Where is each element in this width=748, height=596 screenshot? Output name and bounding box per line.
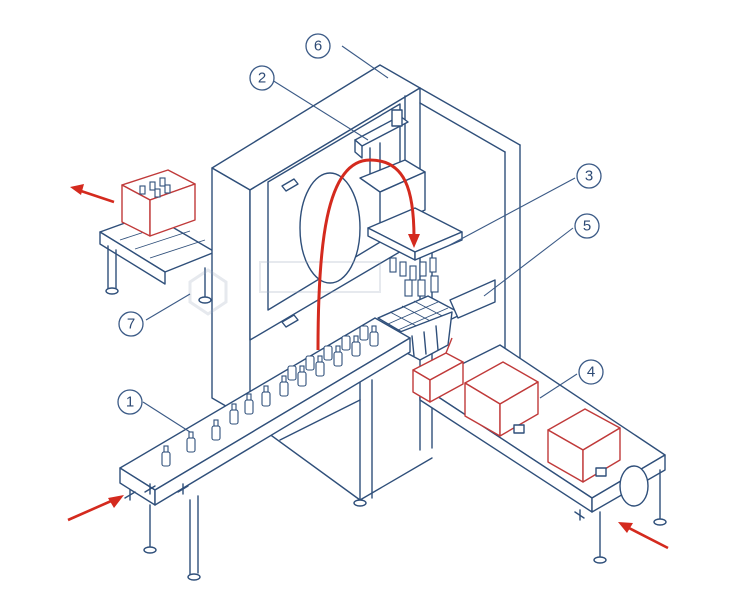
callout-5-label: 5 bbox=[583, 218, 591, 235]
flow-arrow-icon bbox=[70, 184, 115, 204]
callout-leaders bbox=[142, 45, 578, 433]
empty-carton-2 bbox=[464, 361, 539, 437]
grid-tray bbox=[377, 279, 496, 361]
bottles-on-infeed bbox=[161, 325, 379, 467]
callout-4: 4 bbox=[578, 359, 604, 385]
empty-carton-1 bbox=[412, 337, 464, 403]
gantry-slide bbox=[354, 109, 409, 179]
callout-3: 3 bbox=[576, 163, 602, 189]
callout-6: 6 bbox=[305, 33, 331, 59]
output-carton bbox=[121, 169, 196, 237]
main-frame bbox=[211, 64, 521, 507]
flow-arrow-icon bbox=[316, 158, 420, 351]
callout-6-label: 6 bbox=[314, 38, 322, 55]
pick-head bbox=[359, 159, 463, 297]
callout-3-label: 3 bbox=[585, 168, 593, 185]
callout-2: 2 bbox=[249, 65, 275, 91]
callout-1: 1 bbox=[117, 389, 143, 415]
callout-4-label: 4 bbox=[587, 364, 595, 381]
callout-5: 5 bbox=[574, 213, 600, 239]
flow-arrows bbox=[67, 158, 669, 550]
flow-arrow-icon bbox=[67, 495, 124, 522]
empty-carton-3 bbox=[547, 408, 621, 483]
flow-arrow-icon bbox=[618, 522, 669, 550]
callout-2-label: 2 bbox=[258, 70, 266, 87]
callout-7: 7 bbox=[118, 311, 144, 337]
callout-1-label: 1 bbox=[126, 394, 134, 411]
outfeed-conveyor bbox=[99, 213, 216, 304]
callout-7-label: 7 bbox=[127, 316, 135, 333]
